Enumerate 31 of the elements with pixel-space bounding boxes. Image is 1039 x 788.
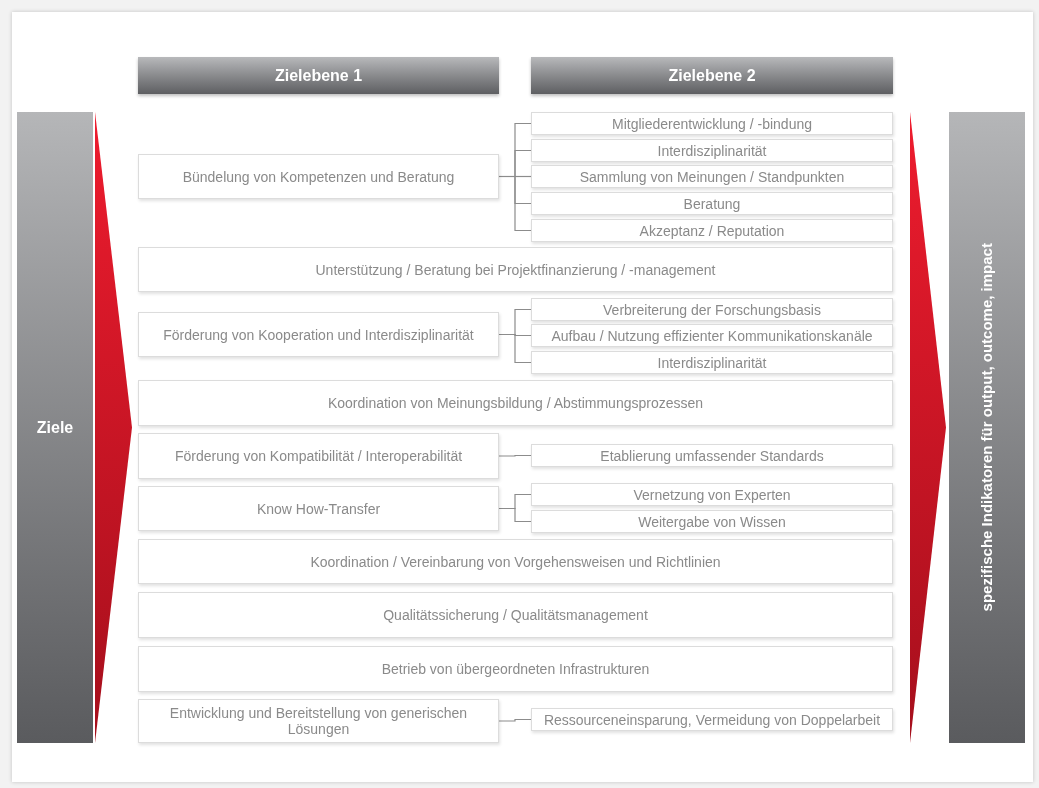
header-bar: Zielebene 1 xyxy=(138,57,499,94)
goal-box: Weitergabe von Wissen xyxy=(531,510,893,533)
goal-box: Know How-Transfer xyxy=(138,486,499,531)
goal-bar: Ziele xyxy=(17,112,93,743)
goal-box: Förderung von Kooperation und Interdisziplinarität xyxy=(138,312,499,357)
goal-box: Aufbau / Nutzung effizienter Kommunikationskanäle xyxy=(531,324,893,347)
goal-box: Unterstützung / Beratung bei Projektfinanzierung / -management xyxy=(138,247,893,292)
indicator-bar: spezifische Indikatoren für output, outcome, impact xyxy=(949,112,1025,743)
connector-line xyxy=(498,454,532,457)
goal-box: Vernetzung von Experten xyxy=(531,483,893,506)
goal-box: Beratung xyxy=(531,192,893,215)
goal-box: Qualitätssicherung / Qualitätsmanagement xyxy=(138,592,893,638)
goal-box: Bündelung von Kompetenzen und Beratung xyxy=(138,154,499,199)
goal-box: Mitgliederentwicklung / -bindung xyxy=(531,112,893,135)
goal-box: Entwicklung und Bereitstellung von generischen Lösungen xyxy=(138,699,499,743)
goal-box: Verbreiterung der Forschungsbasis xyxy=(531,298,893,321)
goal-box: Interdisziplinarität xyxy=(531,351,893,374)
connector-line xyxy=(498,718,532,722)
goal-box: Ressourceneinsparung, Vermeidung von Doppelarbeit xyxy=(531,708,893,731)
goal-box: Betrieb von übergeordneten Infrastrukturen xyxy=(138,646,893,692)
goal-box: Interdisziplinarität xyxy=(531,139,893,162)
connector-line xyxy=(498,333,532,364)
goal-box: Förderung von Kompatibilität / Interoperabilität xyxy=(138,433,499,479)
goal-box: Koordination / Vereinbarung von Vorgehensweisen und Richtlinien xyxy=(138,539,893,584)
goal-box: Koordination von Meinungsbildung / Abstimmungsprozessen xyxy=(138,380,893,426)
header-bar: Zielebene 2 xyxy=(531,57,893,94)
goal-box: Akzeptanz / Reputation xyxy=(531,219,893,242)
connector-line xyxy=(498,175,532,232)
goal-box: Sammlung von Meinungen / Standpunkten xyxy=(531,165,893,188)
goal-box: Etablierung umfassender Standards xyxy=(531,444,893,467)
connector-line xyxy=(498,507,532,523)
